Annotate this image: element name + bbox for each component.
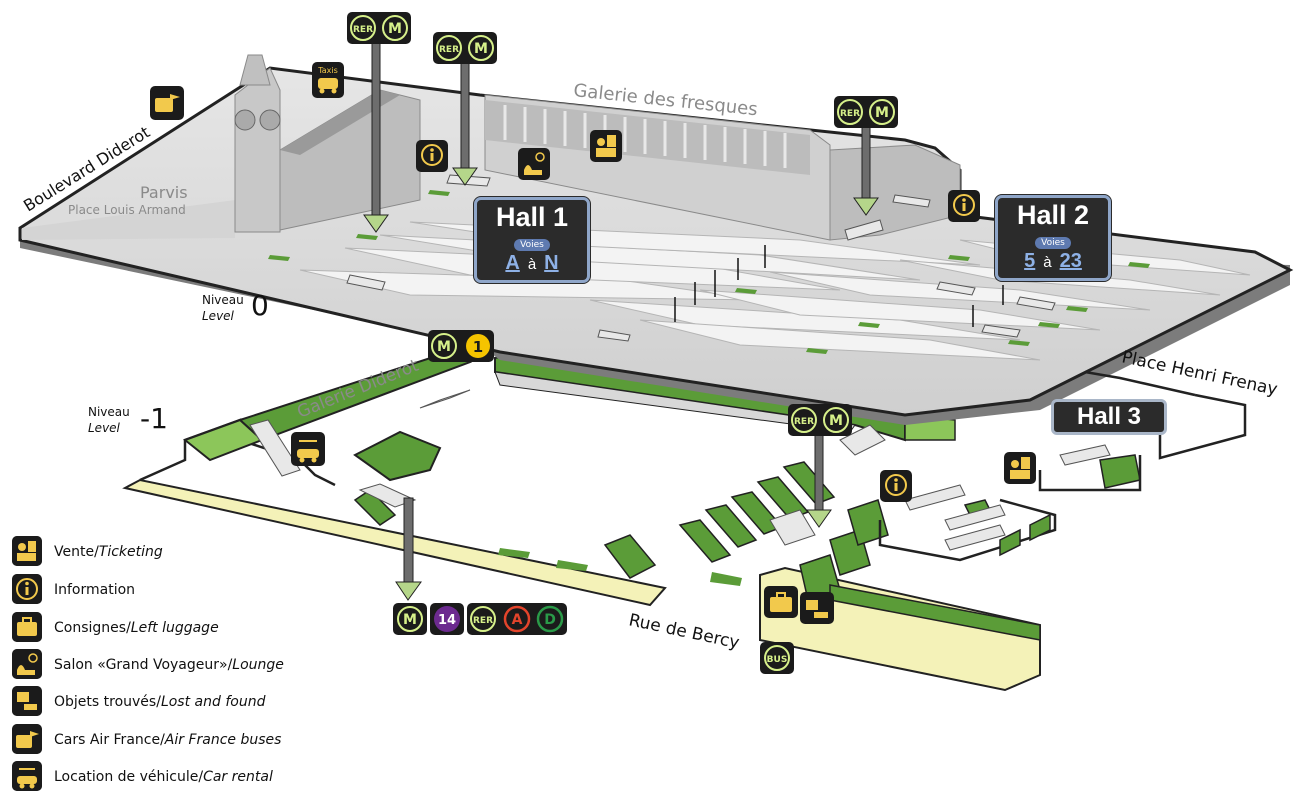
legend-label: Cars Air France/Air France buses — [54, 732, 282, 748]
rue-de-bercy-label: Rue de Bercy — [627, 610, 741, 653]
rer-label: RER — [353, 25, 373, 35]
metro-label: M — [829, 413, 843, 429]
hall2-sep: à — [1043, 254, 1052, 271]
ticketing-icon — [12, 536, 42, 566]
bus-label: BUS — [767, 655, 788, 665]
rer-metro-sign-4: RER M — [788, 404, 852, 436]
legend-label: Objets trouvés/Lost and found — [54, 694, 266, 710]
level-minus1-number: -1 — [140, 402, 168, 435]
rer-label: RER — [439, 45, 459, 55]
hall1-sep: à — [527, 256, 537, 273]
galerie-diderot-label: Galerie Diderot — [294, 356, 421, 423]
transit-roundels: RER M RER M RER M RER M — [347, 12, 898, 674]
rer-a-label: A — [512, 612, 523, 628]
lounge-icon — [12, 649, 42, 679]
rer-metro-sign-2: RER M — [433, 32, 497, 64]
legend-label: Information — [54, 582, 136, 598]
car-rental-icon — [12, 761, 42, 791]
metro-label: M — [403, 612, 417, 628]
taxis-label: Taxis — [317, 66, 338, 75]
rer-label: RER — [840, 109, 860, 119]
taxi-icon: Taxis — [312, 62, 344, 98]
rer-d-label: D — [544, 612, 556, 628]
level0-niveau: Niveau — [202, 293, 244, 307]
metro-label: M — [388, 21, 402, 37]
legend-item-car-rental: Location de véhicule/Car rental — [12, 761, 342, 793]
information-icon — [12, 574, 42, 604]
hall2-to: 23 — [1059, 250, 1082, 272]
rer-metro-sign-3: RER M — [834, 96, 898, 128]
legend-label: Salon «Grand Voyageur»/Lounge — [54, 657, 284, 673]
legend-label: Consignes/Left luggage — [54, 620, 219, 636]
legend-item-ticketing: Vente/Ticketing — [12, 536, 342, 568]
rer-label: RER — [794, 417, 814, 427]
left-luggage-icon — [12, 612, 42, 642]
legend-label: Location de véhicule/Car rental — [54, 769, 273, 785]
metro14-rer-ad-sign: M 14 RER A D — [393, 603, 567, 635]
hall2-voies-chip: Voies — [1035, 237, 1071, 249]
legend-item-lost-found: Objets trouvés/Lost and found — [12, 686, 342, 718]
legend-item-lounge: Salon «Grand Voyageur»/Lounge — [12, 649, 342, 681]
lounge-icon — [518, 148, 550, 180]
hall1-from: A — [505, 252, 520, 274]
lost-found-icon — [12, 686, 42, 716]
metro-line1-sign: M 1 — [428, 330, 494, 362]
air-france-bus-icon — [150, 86, 184, 120]
information-icon — [416, 140, 448, 172]
ticketing-icon — [1004, 452, 1036, 484]
transit-connectors — [363, 39, 879, 601]
hall1-title: Hall 1 — [495, 202, 569, 232]
level-minus1-level: Level — [88, 421, 121, 435]
air-france-bus-icon — [12, 724, 42, 754]
hall1-voies-chip: Voies — [514, 239, 550, 251]
hall3-box[interactable]: Hall 3 — [1051, 399, 1167, 435]
metro-label: M — [437, 339, 451, 355]
car-rental-icon — [291, 432, 325, 466]
hall2-from: 5 — [1024, 250, 1036, 272]
rer-label: RER — [473, 616, 493, 626]
place-louis-armand-label: Place Louis Armand — [68, 203, 186, 217]
level0-level: Level — [202, 309, 235, 323]
information-icon — [880, 470, 912, 502]
hall2-title: Hall 2 — [1016, 200, 1090, 230]
level-minus1-niveau: Niveau — [88, 405, 130, 419]
bus-sign: BUS — [760, 642, 794, 674]
lost-found-icon — [800, 592, 834, 624]
place-henri-frenay-label: Place Henri Frenay — [1120, 347, 1279, 400]
level0-number: 0 — [251, 289, 269, 322]
line1-label: 1 — [473, 338, 483, 356]
information-icon — [948, 190, 980, 222]
metro-label: M — [875, 105, 889, 121]
ticketing-icon — [590, 130, 622, 162]
level0-floor — [18, 54, 1294, 425]
service-icons: Taxis — [150, 62, 1036, 624]
metro-label: M — [474, 41, 488, 57]
legend-item-left-luggage: Consignes/Left luggage — [12, 612, 342, 644]
left-luggage-icon — [764, 586, 798, 618]
rer-metro-sign-1: RER M — [347, 12, 411, 44]
line14-label: 14 — [438, 613, 456, 628]
legend-item-information: Information — [12, 574, 342, 606]
legend-label: Vente/Ticketing — [54, 544, 163, 560]
parvis-label: Parvis — [140, 183, 188, 202]
legend-item-air-france-bus: Cars Air France/Air France buses — [12, 724, 342, 756]
hall1-to: N — [544, 252, 559, 274]
